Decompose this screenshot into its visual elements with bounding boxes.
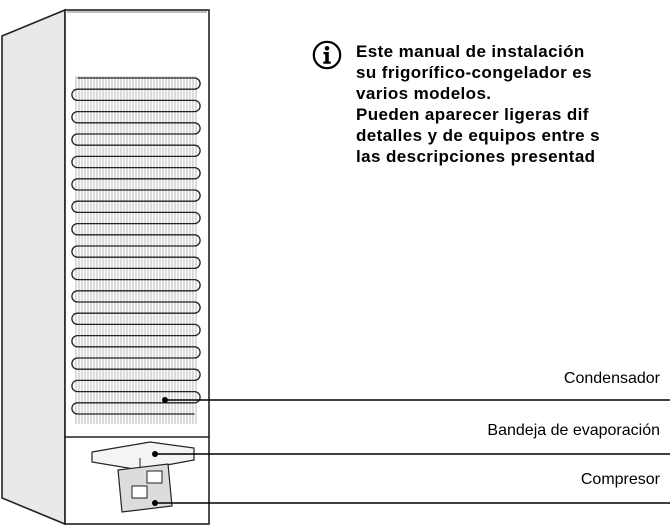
note-line-5: detalles y de equipos entre s bbox=[356, 126, 601, 145]
compresor-label: Compresor bbox=[580, 471, 660, 488]
note-line-6: las descripciones presentad bbox=[356, 147, 596, 166]
bandeja-label: Bandeja de evaporación bbox=[487, 422, 660, 439]
note-line-2: su frigorífico-congelador es bbox=[356, 63, 593, 82]
note-line-3: varios modelos. bbox=[356, 84, 492, 103]
note-line-4: Pueden aparecer ligeras dif bbox=[356, 105, 589, 124]
note-line-1: Este manual de instalación bbox=[356, 42, 585, 61]
condensador-label: Condensador bbox=[563, 370, 660, 387]
info-icon bbox=[312, 40, 342, 70]
installation-note: Este manual de instalación su frigorífic… bbox=[356, 41, 670, 167]
